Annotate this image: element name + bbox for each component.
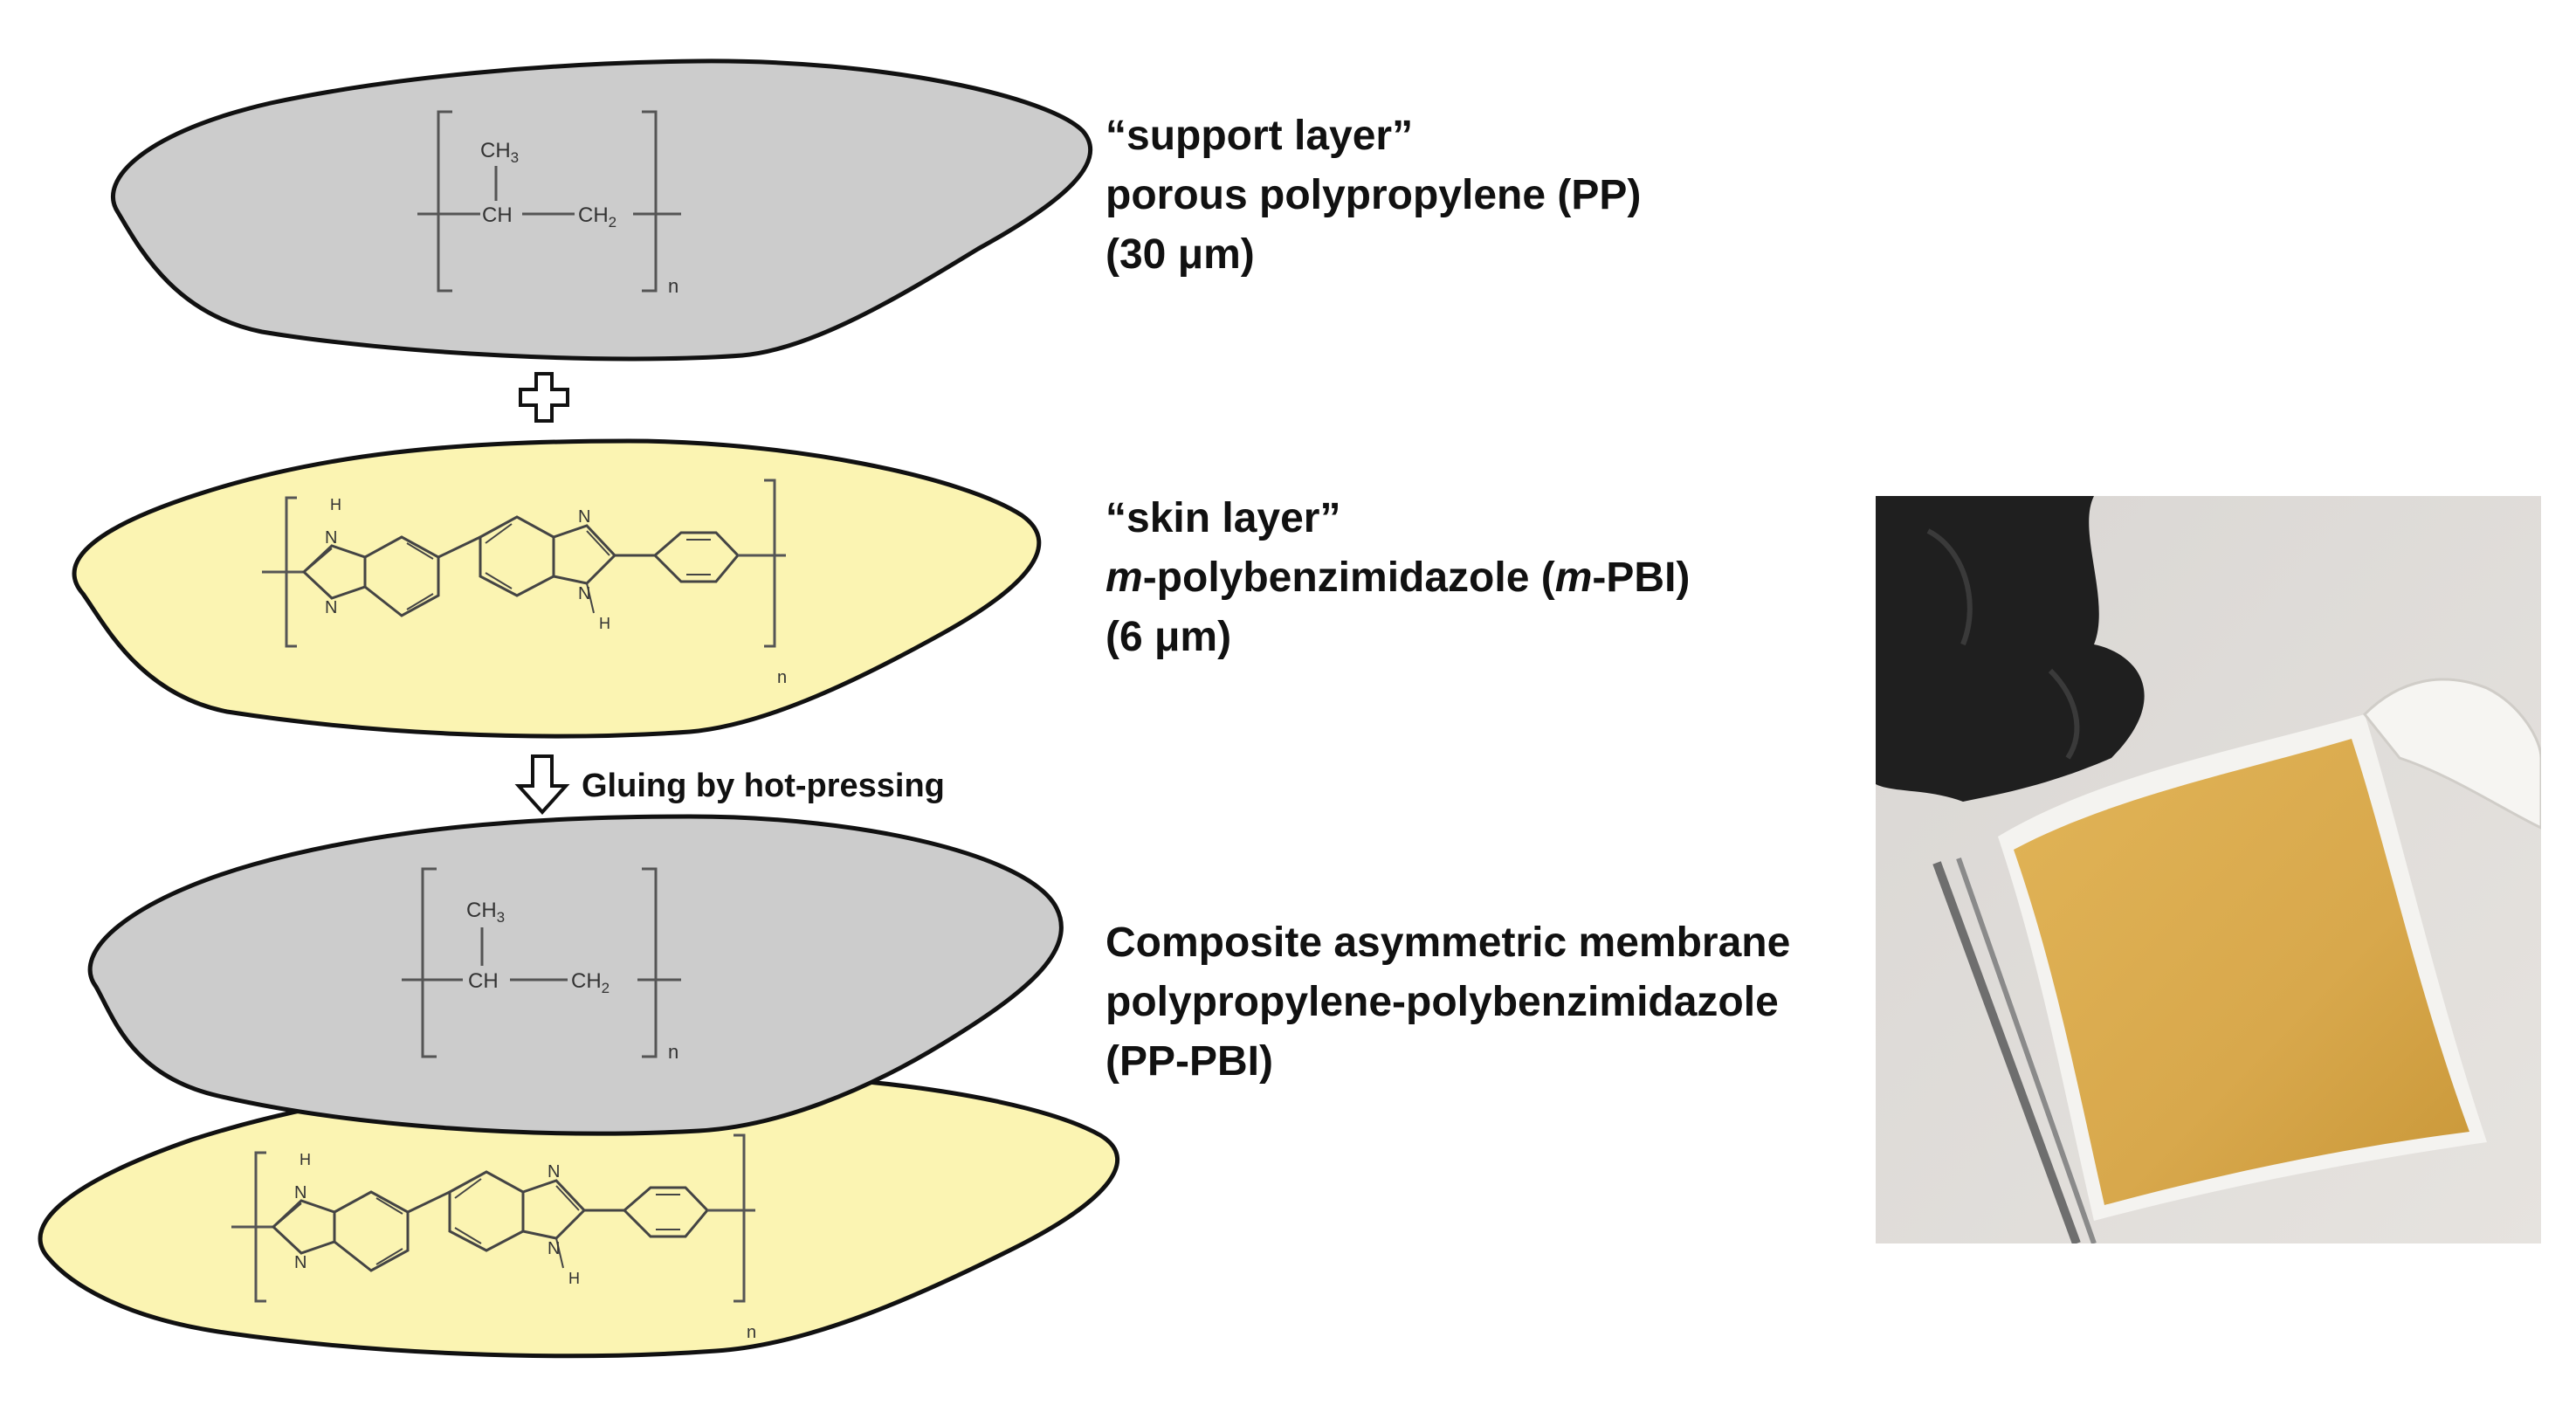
support-layer-title: “support layer” [1105,113,1414,159]
pbi-h-bottom: H [599,615,610,632]
skin-layer-material: m-polybenzimidazole (m-PBI) [1105,555,1691,601]
pp-ch2-label: CH2 [578,203,616,231]
support-layer-material: porous polypropylene (PP) [1105,172,1642,218]
pbi-n-2: N [325,598,337,617]
pp-support-layer [111,59,1093,362]
pp-ch-label: CH [482,203,513,227]
composite-title: Composite asymmetric membrane [1105,920,1791,966]
support-layer-label: “support layer” porous polypropylene (PP… [1105,107,1641,285]
pbi-b-h-bottom: H [568,1270,580,1287]
skin-layer-title: “skin layer” [1105,495,1341,541]
pp-b-repeat-n: n [668,1041,678,1063]
pbi-n-1: N [325,528,337,548]
plus-icon [519,372,569,423]
pbi-b-n-1: N [294,1183,307,1202]
pbi-b-n-3: N [548,1162,560,1181]
pbi-skin-layer [72,438,1042,739]
composite-label: Composite asymmetric membrane polypropyl… [1105,913,1790,1092]
pbi-structure-middle: H N N N N H n [260,479,788,687]
pbi-b-n-2: N [294,1253,307,1272]
pbi-b-h-top: H [300,1151,311,1168]
skin-layer-thickness: (6 μm) [1105,614,1232,660]
pp-b-ch-label: CH [468,969,499,993]
support-layer-thickness: (30 μm) [1105,231,1255,278]
down-arrow-icon [514,754,570,815]
pbi-b-repeat-n: n [747,1323,756,1342]
skin-layer-label: “skin layer” m-polybenzimidazole (m-PBI)… [1105,489,1690,667]
pbi-b-n-4: N [548,1239,560,1258]
pbi-structure-bottom: H N N N N H n [230,1133,757,1342]
composite-material: polypropylene-polybenzimidazole [1105,979,1779,1025]
pbi-n-4: N [578,584,590,603]
pp-ch3-label: CH3 [480,139,519,166]
process-step-label: Gluing by hot-pressing [582,768,945,804]
pbi-n-3: N [578,507,590,527]
pbi-repeat-n: n [777,668,787,687]
pbi-h-top: H [330,496,341,513]
pp-structure-bottom: CH3 CH CH2 n [402,867,681,1063]
pp-structure-top: CH3 CH CH2 n [417,110,681,297]
membrane-photo [1876,496,2541,1243]
pp-b-ch3-label: CH3 [466,899,505,926]
composite-abbrev: (PP-PBI) [1105,1038,1273,1085]
pp-b-ch2-label: CH2 [571,969,610,996]
composite-pp-layer [87,814,1064,1136]
membrane-sheet [2014,739,2469,1205]
pp-repeat-n: n [668,275,678,297]
